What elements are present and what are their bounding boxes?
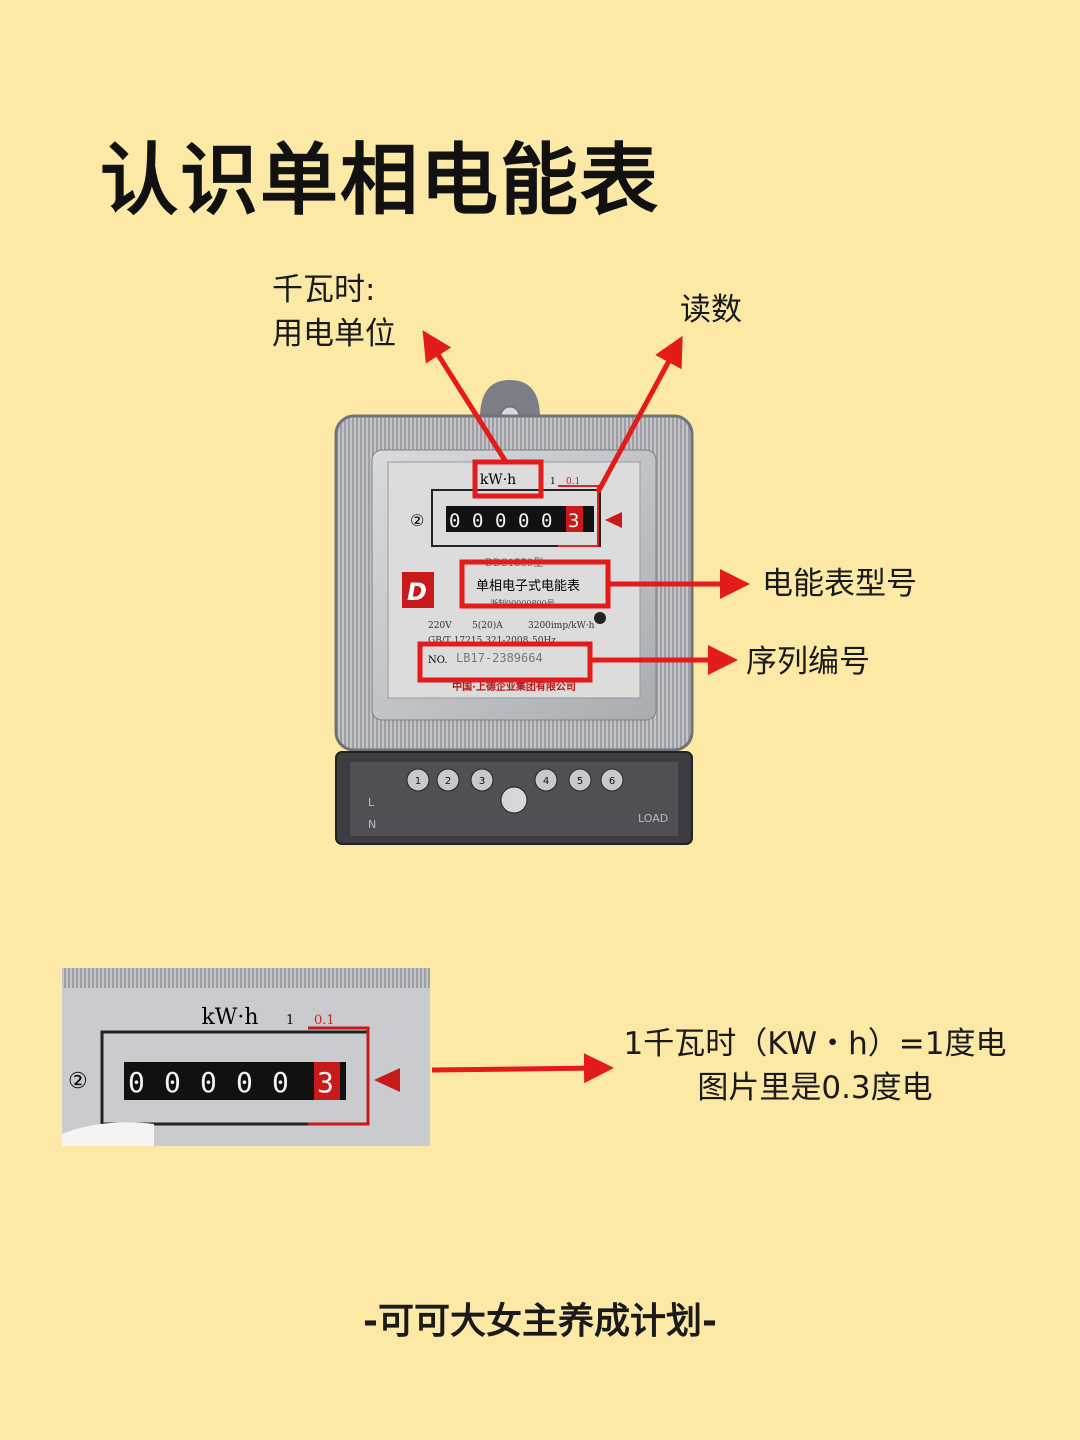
zoom-unit-text: kW·h [201, 1005, 258, 1030]
spec-standard: GB/T 17215.321-2008 [428, 636, 529, 646]
meter-unit-text: kW·h [480, 472, 516, 488]
counter-digit: 0 [495, 510, 506, 532]
counter-digit: 0 [518, 510, 529, 532]
zoom-digit: 0 [272, 1066, 289, 1099]
zoom-decimal-frame [308, 1026, 370, 1126]
explanation-text: 1千瓦时（KW・h）=1度电 图片里是0.3度电 [560, 1022, 1070, 1110]
spec-voltage: 220V [428, 621, 452, 631]
spec-frequency: 50Hz [532, 636, 556, 646]
line-n-label: N [368, 818, 376, 831]
load-label: LOAD [638, 812, 668, 825]
zoom-digit: 0 [236, 1066, 253, 1099]
manufacturer-name: 中国·上德企业集团有限公司 [452, 680, 576, 693]
explanation-line1: 1千瓦时（KW・h）=1度电 [623, 1026, 1007, 1062]
serial-number: LB17-2389664 [456, 651, 543, 665]
line-l-label: L [368, 796, 375, 809]
zoom-scale-1: 1 [286, 1013, 294, 1028]
terminal-screws [406, 768, 624, 814]
model-label: 电能表型号 [762, 566, 917, 602]
counter-digit: 0 [541, 510, 552, 532]
meter-type-name: 单相电子式电能表 [476, 579, 580, 594]
counter-digit: 0 [449, 510, 460, 532]
zoom-counter-window [124, 1062, 346, 1100]
terminal-label: 3 [479, 776, 485, 787]
electric-meter-image: kW·h 1 0.1 ② 0 0 0 0 0 3 DDS1559型 D 单相电子… [334, 380, 694, 845]
unit-label: 千瓦时: 用电单位 [272, 268, 396, 356]
terminal-screw [600, 768, 624, 792]
svg-text:D: D [407, 578, 427, 606]
terminal-screw [470, 768, 494, 792]
meter-scale-01: 0.1 [566, 477, 580, 487]
terminal-label: 1 [415, 776, 421, 787]
counter-digit: 0 [472, 510, 483, 532]
center-screw [500, 786, 528, 814]
register-zoom-image: kW·h 1 0.1 ② 0 0 0 0 0 3 [62, 968, 430, 1146]
terminal-label: 6 [609, 776, 615, 787]
footer-signature: -可可大女主养成计划- [363, 1301, 717, 1342]
zoom-digit: 0 [128, 1066, 145, 1099]
zoom-scale-01: 0.1 [314, 1013, 335, 1028]
zoom-digit: 0 [200, 1066, 217, 1099]
terminal-label: 5 [577, 776, 583, 787]
unit-label-line2: 用电单位 [272, 316, 396, 352]
terminal-label: 2 [445, 776, 451, 787]
terminal-screw [436, 768, 460, 792]
zoom-digit: 0 [164, 1066, 181, 1099]
meter-circle-number: ② [410, 511, 424, 530]
spec-constant: 3200imp/kW·h [528, 621, 595, 631]
terminal-screw [406, 768, 430, 792]
terminal-screw [568, 768, 592, 792]
counter-decimal-wheel [566, 506, 583, 532]
zoom-counter-digits: 0 0 0 0 0 3 [128, 1066, 334, 1099]
counter-digits: 0 0 0 0 0 3 [449, 510, 579, 532]
zoom-circle-number: ② [68, 1069, 88, 1094]
reading-label: 读数 [680, 292, 742, 328]
zoom-decimal-wheel [314, 1062, 340, 1100]
explanation-line2: 图片里是0.3度电 [697, 1070, 933, 1106]
register-decimal-frame [558, 485, 599, 547]
terminal-screw [534, 768, 558, 792]
meter-model-code: DDS1559型 [485, 556, 543, 569]
meter-cert: 浙制00000800号 [490, 598, 555, 608]
zoom-digit: 3 [317, 1066, 334, 1099]
brand-logo-icon [402, 572, 434, 608]
zoom-pointer-triangle-icon [374, 1068, 400, 1092]
serial-prefix: NO. [428, 655, 448, 666]
unit-label-line1: 千瓦时: [272, 272, 376, 308]
pulse-led-icon [594, 612, 606, 624]
counter-digit: 3 [568, 510, 579, 532]
serial-label: 序列编号 [746, 644, 870, 680]
meter-scale-1: 1 [550, 477, 556, 487]
terminal-label: 4 [543, 776, 549, 787]
page-title: 认识单相电能表 [100, 136, 661, 226]
pointer-triangle-icon [605, 512, 622, 528]
spec-current: 5(20)A [472, 620, 503, 631]
